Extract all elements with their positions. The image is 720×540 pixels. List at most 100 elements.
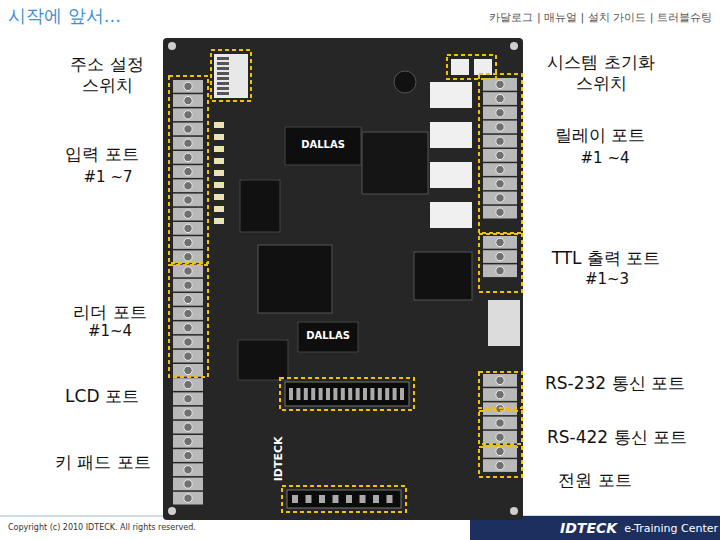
- header-pin: [387, 495, 393, 503]
- dip-switch: [214, 54, 248, 98]
- mounting-hole: [168, 42, 176, 50]
- terminal-block: [173, 250, 203, 263]
- terminal-block: [173, 350, 203, 363]
- status-led: [214, 182, 224, 188]
- terminal-screw: [184, 224, 192, 232]
- header-pin: [356, 388, 360, 400]
- terminal-screw: [184, 111, 192, 119]
- terminal-block: [173, 336, 203, 349]
- highlight-box: [169, 76, 208, 263]
- dip-lever: [217, 62, 229, 65]
- terminal-screw: [496, 208, 504, 216]
- terminal-screw: [496, 80, 504, 88]
- terminal-screw: [184, 238, 192, 246]
- header-pin: [348, 388, 352, 400]
- terminal-screw: [496, 137, 504, 145]
- terminal-screw: [184, 182, 192, 190]
- terminal-block: [483, 264, 517, 277]
- terminal-block: [483, 417, 517, 430]
- terminal-block: [173, 307, 203, 320]
- highlight-box: [479, 447, 522, 477]
- terminal-screw: [184, 139, 192, 147]
- header-pin: [385, 388, 389, 400]
- header-pin: [311, 388, 315, 400]
- header-pin: [296, 388, 300, 400]
- terminal-block: [483, 92, 517, 105]
- header-pin: [370, 388, 374, 400]
- port-range: #1~3: [585, 270, 629, 289]
- terminal-screw: [184, 451, 192, 459]
- highlight-box: [169, 265, 208, 377]
- header-pin: [304, 388, 308, 400]
- terminal-block: [173, 378, 203, 391]
- terminal-block: [483, 149, 517, 162]
- header-pin: [326, 388, 330, 400]
- terminal-block: [173, 279, 203, 292]
- terminal-block: [483, 106, 517, 119]
- terminal-screw: [496, 151, 504, 159]
- terminal-block: [173, 236, 203, 249]
- highlight-box: [211, 50, 251, 101]
- terminal-screw: [184, 210, 192, 218]
- terminal-screw: [184, 423, 192, 431]
- terminal-block: [173, 80, 203, 93]
- part-label: RS-422 통신 포트: [547, 427, 687, 448]
- terminal-block: [483, 374, 517, 387]
- part-label: 주소 설정 스위치: [60, 54, 155, 97]
- chip: [238, 340, 288, 380]
- terminal-block: [173, 222, 203, 235]
- part-label: LCD 포트: [65, 386, 139, 407]
- reset-button: [451, 59, 469, 75]
- terminal-block: [483, 121, 517, 134]
- terminal-screw: [184, 167, 192, 175]
- part-label: 리더 포트: [73, 302, 146, 323]
- relay: [430, 202, 472, 228]
- relay: [430, 122, 472, 148]
- terminal-screw: [496, 433, 504, 441]
- terminal-block: [173, 208, 203, 221]
- memory-chip: [240, 180, 280, 232]
- status-led: [214, 218, 224, 224]
- terminal-block: [483, 135, 517, 148]
- terminal-screw: [184, 380, 192, 388]
- terminal-screw: [184, 196, 192, 204]
- header-pin: [341, 388, 345, 400]
- plcc-chip: [258, 245, 332, 313]
- part-label: 전원 포트: [558, 470, 631, 491]
- terminal-screw: [184, 395, 192, 403]
- circuit-board: [163, 38, 523, 520]
- header-pin: [346, 495, 352, 503]
- buzzer: [394, 71, 416, 93]
- header-pin: [289, 388, 293, 400]
- terminal-block: [483, 250, 517, 263]
- status-led: [214, 170, 224, 176]
- mounting-hole: [510, 507, 518, 515]
- terminal-screw: [184, 494, 192, 502]
- terminal-screw: [184, 309, 192, 317]
- header-pin: [363, 388, 367, 400]
- terminal-block: [483, 388, 517, 401]
- terminal-screw: [184, 366, 192, 374]
- terminal-screw: [184, 295, 192, 303]
- dip-lever: [217, 77, 229, 80]
- part-label: 키 패드 포트: [55, 452, 151, 473]
- dip-lever: [217, 92, 229, 95]
- terminal-block: [483, 177, 517, 190]
- terminal-screw: [184, 437, 192, 445]
- header-pin: [333, 388, 337, 400]
- terminal-screw: [496, 267, 504, 275]
- terminal-block: [173, 179, 203, 192]
- part-label: TTL 출력 포트: [552, 248, 661, 269]
- logic-chip: [414, 252, 472, 300]
- terminal-screw: [496, 194, 504, 202]
- dip-lever: [217, 67, 229, 70]
- terminal-block: [173, 194, 203, 207]
- status-led: [214, 206, 224, 212]
- header-pin: [400, 388, 404, 400]
- terminal-block: [173, 265, 203, 278]
- port-range: #1 ~4: [581, 149, 630, 168]
- brand-logo: IDTECK: [560, 520, 617, 538]
- terminal-screw: [496, 238, 504, 246]
- terminal-block: [173, 392, 203, 405]
